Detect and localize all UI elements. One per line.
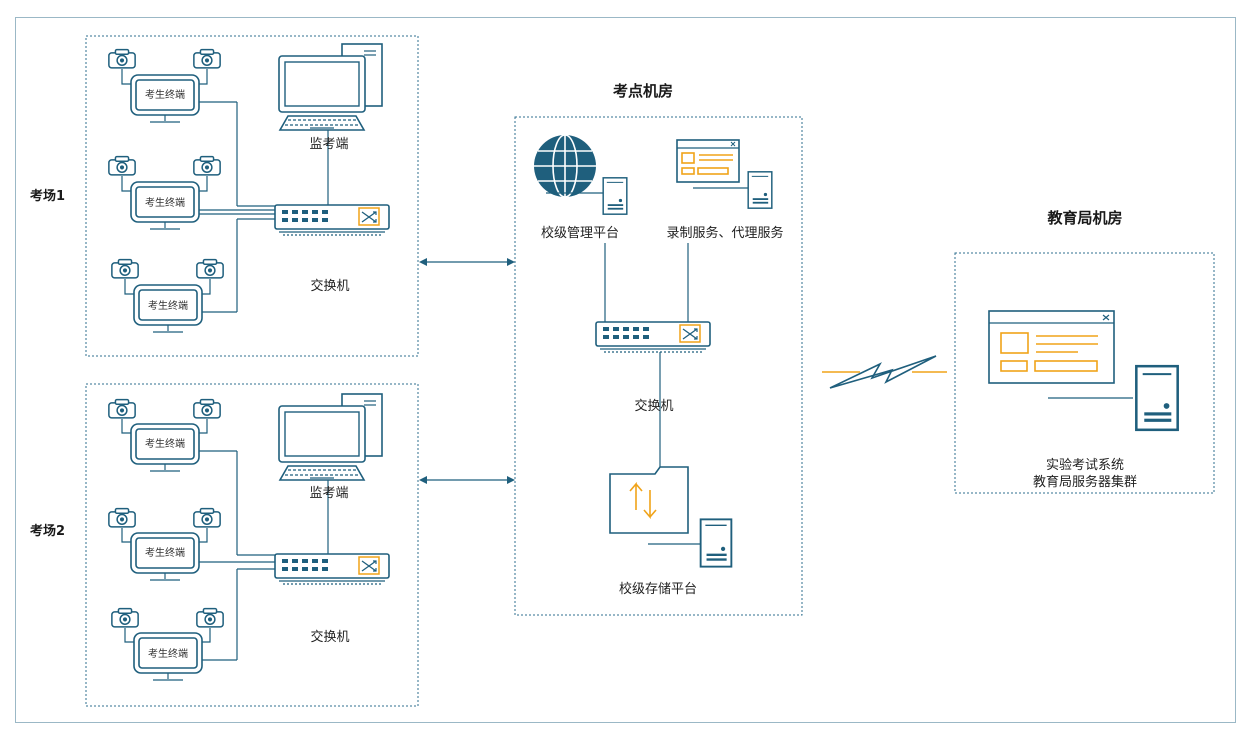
terminal-label: 考生终端 [148, 647, 188, 660]
server-tower-icon [699, 518, 733, 568]
exam-room-1-box [85, 35, 419, 357]
site-room-box [514, 116, 803, 616]
storage-label: 校级存储平台 [619, 581, 697, 597]
camera-icon [111, 258, 139, 279]
switch-label: 交换机 [310, 278, 349, 294]
outer-frame [15, 17, 1236, 723]
platform-label: 校级管理平台 [541, 225, 619, 241]
monitor-label: 监考端 [309, 137, 348, 152]
camera-icon [196, 607, 224, 628]
monitor-pc-icon [278, 43, 383, 131]
storage-folder-icon [609, 466, 704, 545]
server-tower-icon [1134, 364, 1180, 432]
server-tower-icon [747, 171, 773, 209]
camera-icon [193, 48, 221, 69]
camera-icon [108, 155, 136, 176]
exam-room-2-terminal-1: 考生终端 [108, 398, 221, 472]
exam-room-2-terminal-2: 考生终端 [108, 507, 221, 581]
switch-icon [595, 321, 711, 353]
camera-icon [193, 507, 221, 528]
terminal-label: 考生终端 [145, 546, 185, 559]
exam-room-2-box [85, 383, 419, 707]
exam-room-1-label: 考场1 [30, 188, 65, 204]
cluster-line-1: 实验考试系统 [1046, 457, 1124, 473]
monitor-pc-icon [278, 393, 383, 481]
camera-icon [108, 48, 136, 69]
terminal-label: 考生终端 [145, 437, 185, 450]
site-room-wires [604, 243, 689, 470]
switch-icon [274, 204, 390, 236]
cluster-line-2: 教育局服务器集群 [1033, 474, 1137, 490]
globe-icon [534, 134, 603, 198]
switch-icon [274, 553, 390, 585]
camera-icon [111, 607, 139, 628]
exam-room-2-wires [194, 450, 329, 661]
server-tower-icon [602, 177, 628, 215]
camera-icon [193, 155, 221, 176]
camera-icon [108, 398, 136, 419]
camera-icon [108, 507, 136, 528]
link-arrow-room1 [419, 258, 515, 266]
exam-room-1-terminal-1: 考生终端 [108, 48, 221, 123]
exam-room-1-terminal-3: 考生终端 [111, 258, 224, 333]
site-room-title: 考点机房 [613, 82, 673, 100]
wan-link-icon [822, 355, 947, 389]
monitor-label: 监考端 [309, 486, 348, 501]
exam-room-2-terminal-3: 考生终端 [111, 607, 224, 681]
recording-label: 录制服务、代理服务 [666, 225, 783, 241]
exam-room-1-terminal-2: 考生终端 [108, 155, 221, 230]
camera-icon [196, 258, 224, 279]
terminal-label: 考生终端 [145, 196, 185, 209]
link-arrow-room2 [419, 476, 515, 484]
switch-label: 交换机 [310, 629, 349, 645]
bureau-room-box [954, 252, 1215, 494]
exam-room-2-label: 考场2 [30, 523, 65, 539]
camera-icon [193, 398, 221, 419]
exam-room-1-wires [194, 101, 329, 313]
site-switch-label: 交换机 [634, 398, 673, 414]
bureau-room-title: 教育局机房 [1046, 209, 1122, 227]
terminal-label: 考生终端 [145, 88, 185, 101]
bureau-app-window-icon [988, 310, 1133, 399]
app-window-icon [676, 139, 750, 189]
terminal-label: 考生终端 [148, 299, 188, 312]
